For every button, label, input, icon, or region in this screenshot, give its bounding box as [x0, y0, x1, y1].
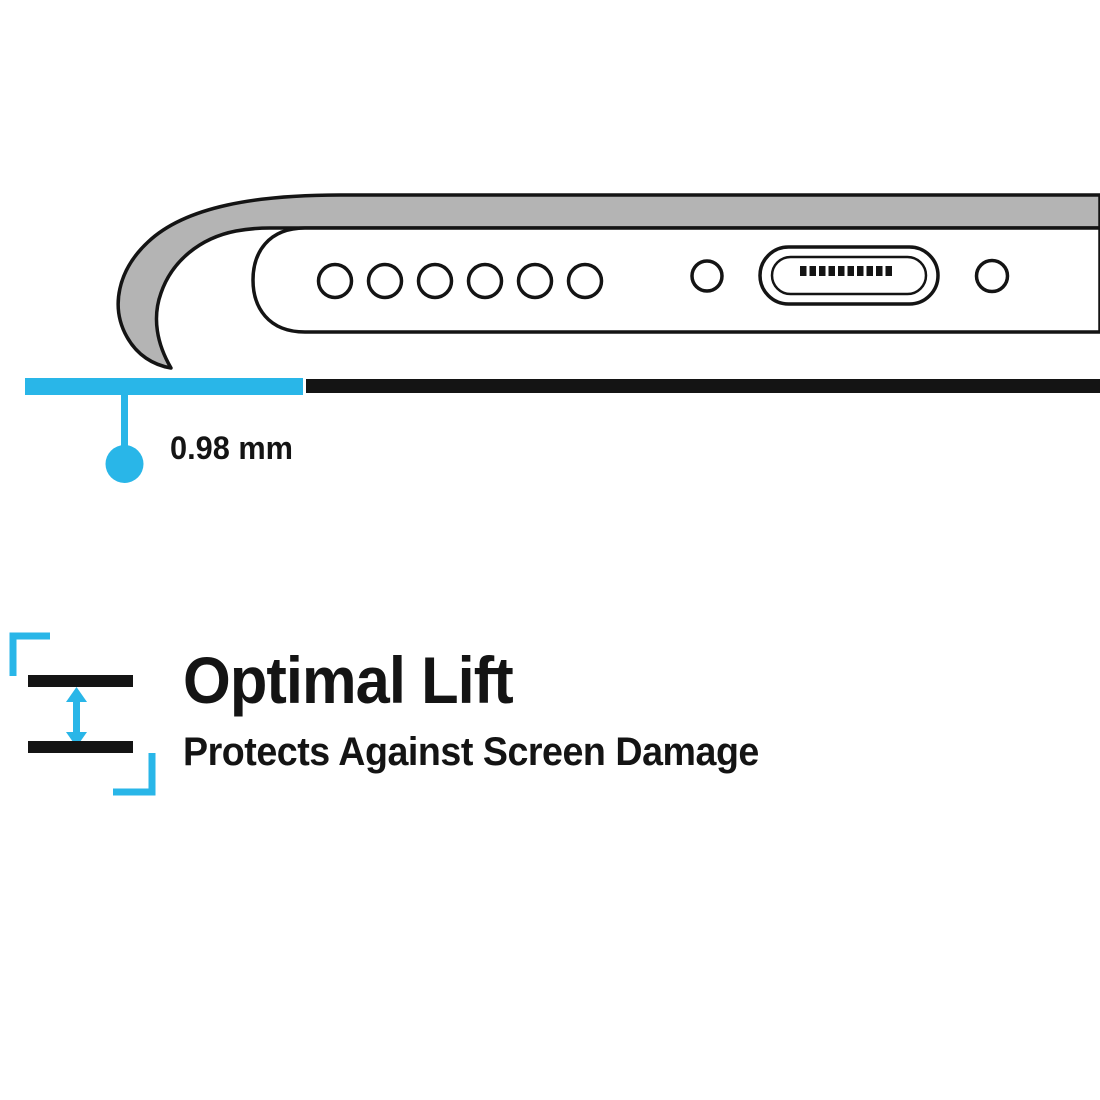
corner-bracket-top-left-icon [9, 632, 50, 676]
measurement-connector-line [121, 395, 128, 451]
lift-bar-dark [306, 379, 1100, 393]
charging-port-icon [758, 245, 940, 306]
double-arrow-icon [66, 687, 87, 747]
speaker-hole [516, 262, 554, 300]
feature-subtitle: Protects Against Screen Damage [183, 730, 759, 774]
measurement-dot-icon [105, 445, 144, 483]
speaker-hole [316, 262, 354, 300]
speaker-hole [416, 262, 454, 300]
measurement-label: 0.98 mm [170, 430, 293, 466]
speaker-holes-icon [316, 262, 604, 300]
speaker-hole [366, 262, 404, 300]
speaker-hole [466, 262, 504, 300]
lift-icon-bottom-bar [28, 741, 133, 753]
screw-hole-icon [974, 258, 1010, 294]
lift-bar-accent [25, 378, 303, 395]
speaker-hole [566, 262, 604, 300]
mic-hole-icon [690, 259, 724, 293]
charging-port-pins [800, 266, 892, 276]
phone-case-shape [116, 193, 1100, 370]
lift-icon-top-bar [28, 675, 133, 687]
corner-bracket-bottom-right-icon [113, 753, 156, 796]
feature-title: Optimal Lift [183, 643, 514, 717]
optimal-lift-icon [9, 632, 156, 796]
